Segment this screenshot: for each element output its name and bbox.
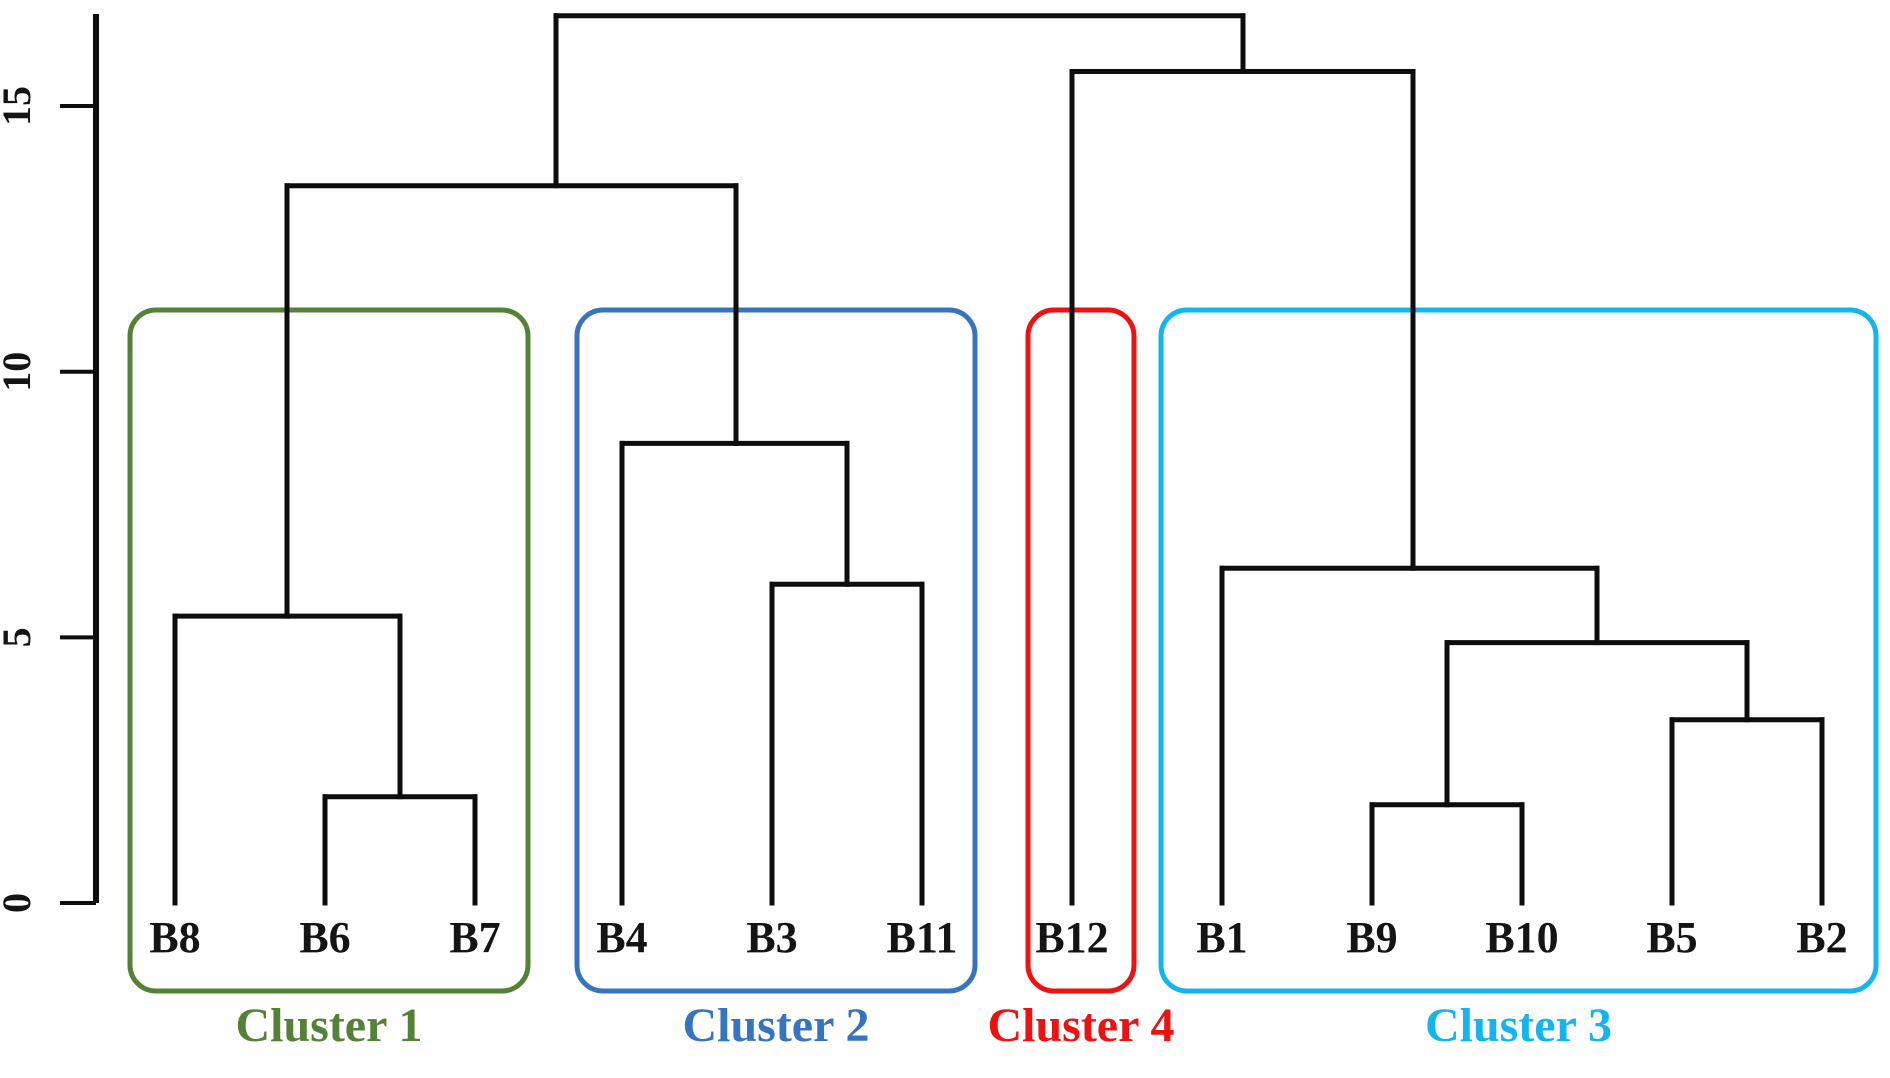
y-tick-label-5: 5 <box>0 627 39 647</box>
leaf-label-B2: B2 <box>1796 913 1847 962</box>
leaf-label-B7: B7 <box>449 913 500 962</box>
leaf-label-B6: B6 <box>299 913 350 962</box>
cluster-label-cluster1: Cluster 1 <box>235 999 422 1052</box>
leaf-label-B11: B11 <box>887 913 958 962</box>
cluster-label-cluster2: Cluster 2 <box>682 999 869 1052</box>
cluster-box-cluster3 <box>1158 307 1879 994</box>
leaf-label-B4: B4 <box>596 913 647 962</box>
leaf-label-B12: B12 <box>1035 913 1108 962</box>
leaf-label-B3: B3 <box>746 913 797 962</box>
cluster-label-cluster4: Cluster 4 <box>987 999 1174 1052</box>
y-tick-label-15: 15 <box>0 86 39 126</box>
leaf-label-B8: B8 <box>149 913 200 962</box>
y-tick-label-0: 0 <box>0 893 39 913</box>
leaf-label-B10: B10 <box>1485 913 1558 962</box>
leaf-label-B9: B9 <box>1346 913 1397 962</box>
y-tick-label-10: 10 <box>0 352 39 392</box>
cluster-box-cluster1 <box>127 307 531 994</box>
leaf-label-B5: B5 <box>1646 913 1697 962</box>
cluster-box-cluster4 <box>1025 307 1137 994</box>
cluster-label-cluster3: Cluster 3 <box>1425 999 1612 1052</box>
leaf-label-B1: B1 <box>1196 913 1247 962</box>
cluster-box-cluster2 <box>574 307 978 994</box>
